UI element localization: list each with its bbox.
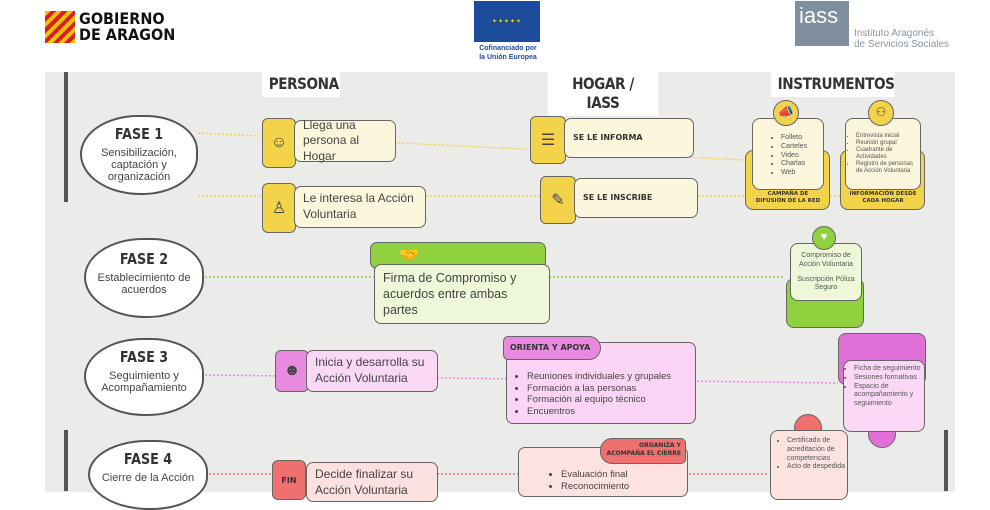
handshake-icon: 🤝 [399,247,419,264]
gobierno-aragon-logo: GOBIERNO DE ARAGON [45,11,186,43]
column-header-instrumentos: INSTRUMENTOS [770,70,895,97]
list-item: Carteles [781,143,823,152]
list-item: Cuadrante de Actividades [856,147,918,161]
list-item: Ficha de seguimiento [854,365,922,374]
eu-flag-logo: ✦✦✦✦✦ [474,1,540,42]
list-item: Reunión grupal [856,140,918,147]
card-text: Decide finalizar su Acción Voluntaria [315,467,414,497]
compromiso-box: Compromiso de Acción Voluntaria Suscripc… [790,243,862,301]
list-item: Entrevista inicial [856,133,918,140]
group-icon: ☻ [275,350,309,392]
aragon-flag-icon [45,11,75,43]
list-item: Registro de personas de Acción Voluntari… [856,161,918,175]
informacion-list: Entrevista inicialReunión grupalCuadrant… [845,118,921,190]
cierre-list: Certificado de acreditación de competenc… [770,430,848,500]
phase-title: FASE 1 [114,125,164,143]
phase-1: FASE 1 Sensibilización, captación y organ… [80,115,198,195]
cierre-tag: ORGANIZA Y ACOMPAÑA EL CIERRE [600,438,686,464]
heart-hands-icon: ♥ [812,226,836,250]
persona-finaliza: Decide finalizar su Acción Voluntaria [306,462,438,502]
form-sign-icon: ✎ [540,176,576,224]
list-item: Web [781,169,823,178]
list-item: Acto de despedida [787,463,845,472]
phase-title: FASE 4 [123,450,173,468]
info-speech-icon: ☰ [530,116,566,164]
list-item: Reconocimiento [561,481,629,493]
list-item: Espacio de acompañamiento y seguimiento [854,383,922,409]
network-icon: ⚇ [868,100,894,126]
persona-firma: Firma de Compromiso y acuerdos entre amb… [374,264,550,324]
phase-title: FASE 3 [119,348,169,366]
list-item: Formación al equipo técnico [527,394,671,406]
list-item: Encuentros [527,406,671,418]
card-text: Llega una persona al Hogar [303,117,360,163]
phase-desc: Establecimiento de acuerdos [97,272,191,296]
column-header-persona: PERSONA [261,70,341,97]
list-item: Certificado de acreditación de competenc… [787,437,845,463]
persona-inicia: Inicia y desarrolla su Acción Voluntaria [306,350,438,392]
list-item: Sesiones formativas [854,374,922,383]
eu-caption-2: la Unión Europea [479,54,537,61]
iass-name-1: Instituto Aragonés [854,28,935,39]
card-text: Le interesa la Acción Voluntaria [303,191,414,221]
phase-4: FASE 4 Cierre de la Acción [88,440,208,510]
iass-name-2: de Servicios Sociales [854,39,950,50]
eu-caption-1: Cofinanciado por [479,45,537,52]
card-text: Firma de Compromiso y acuerdos entre amb… [383,270,517,318]
list-item: Folleto [781,134,823,143]
column-header-hogar: HOGAR / IASS [547,70,659,116]
left-bar-bottom [64,430,68,491]
hogar-inscribe: SE LE INSCRIBE [574,178,698,218]
person-idea-icon: ♙ [262,183,296,233]
informacion-label: INFORMACIÓN DESDE CADA HOGAR [849,191,917,204]
compromiso-line1: Compromiso de Acción Voluntaria [798,252,854,268]
phase-2: FASE 2 Establecimiento de acuerdos [84,238,204,318]
list-item: Evaluación final [561,469,629,481]
seguimiento-list: Ficha de seguimientoSesiones formativasE… [843,360,925,432]
persona-interesa: Le interesa la Acción Voluntaria [294,186,426,228]
orienta-tag: ORIENTA Y APOYA [503,336,601,360]
gobierno-line1: GOBIERNO [79,9,165,28]
thinking-head-icon: ☺ [262,118,296,168]
megaphone-icon: 📣 [773,100,799,126]
list-item: Reuniones individuales y grupales [527,371,671,383]
compromiso-line2: Suscripción Póliza Seguro [797,275,855,292]
iass-logo-text: iass [799,3,839,28]
list-item: Charlas [781,160,823,169]
fin-tag: FIN [272,460,306,500]
right-bar [944,430,948,491]
left-bar [64,72,68,202]
campana-list: FolletoCartelesVideoCharlasWeb [752,118,824,190]
card-text: Inicia y desarrolla su Acción Voluntaria [315,355,425,385]
phase-3: FASE 3 Seguimiento y Acompañamiento [84,338,204,416]
campana-label: CAMPAÑA DE DIFUSIÓN DE LA RED [755,191,821,204]
gobierno-line2: DE ARAGON [79,25,176,44]
phase-title: FASE 2 [119,250,169,268]
phase-desc: Seguimiento y Acompañamiento [101,370,187,394]
list-item: Formación a las personas [527,383,671,395]
hogar-informa: SE LE INFORMA [564,118,694,158]
list-item: Video [781,152,823,161]
phase-desc: Cierre de la Acción [101,472,195,484]
phase-desc: Sensibilización, captación y organizació… [101,147,177,183]
persona-llega: Llega una persona al Hogar [294,117,396,163]
iass-logo: iass [795,1,849,46]
